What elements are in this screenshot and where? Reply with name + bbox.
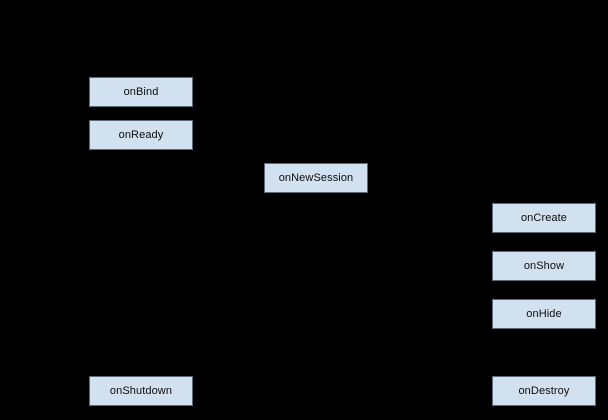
diagram-node-label: onDestroy xyxy=(518,384,570,397)
diagram-node-on-bind[interactable]: onBind xyxy=(89,77,193,107)
diagram-node-label: onShow xyxy=(523,259,565,272)
diagram-node-on-shutdown[interactable]: onShutdown xyxy=(89,376,193,406)
diagram-node-label: onReady xyxy=(118,128,164,141)
diagram-node-on-new-session[interactable]: onNewSession xyxy=(264,163,368,193)
diagram-node-label: onCreate xyxy=(520,211,568,224)
diagram-node-on-create[interactable]: onCreate xyxy=(492,203,596,233)
diagram-node-label: onBind xyxy=(123,85,159,98)
diagram-node-on-show[interactable]: onShow xyxy=(492,251,596,281)
diagram-node-on-ready[interactable]: onReady xyxy=(89,120,193,150)
diagram-node-label: onHide xyxy=(526,307,562,320)
diagram-node-label: onShutdown xyxy=(109,384,173,397)
diagram-node-on-hide[interactable]: onHide xyxy=(492,299,596,329)
diagram-node-on-destroy[interactable]: onDestroy xyxy=(492,376,596,406)
diagram-node-label: onNewSession xyxy=(278,171,354,184)
